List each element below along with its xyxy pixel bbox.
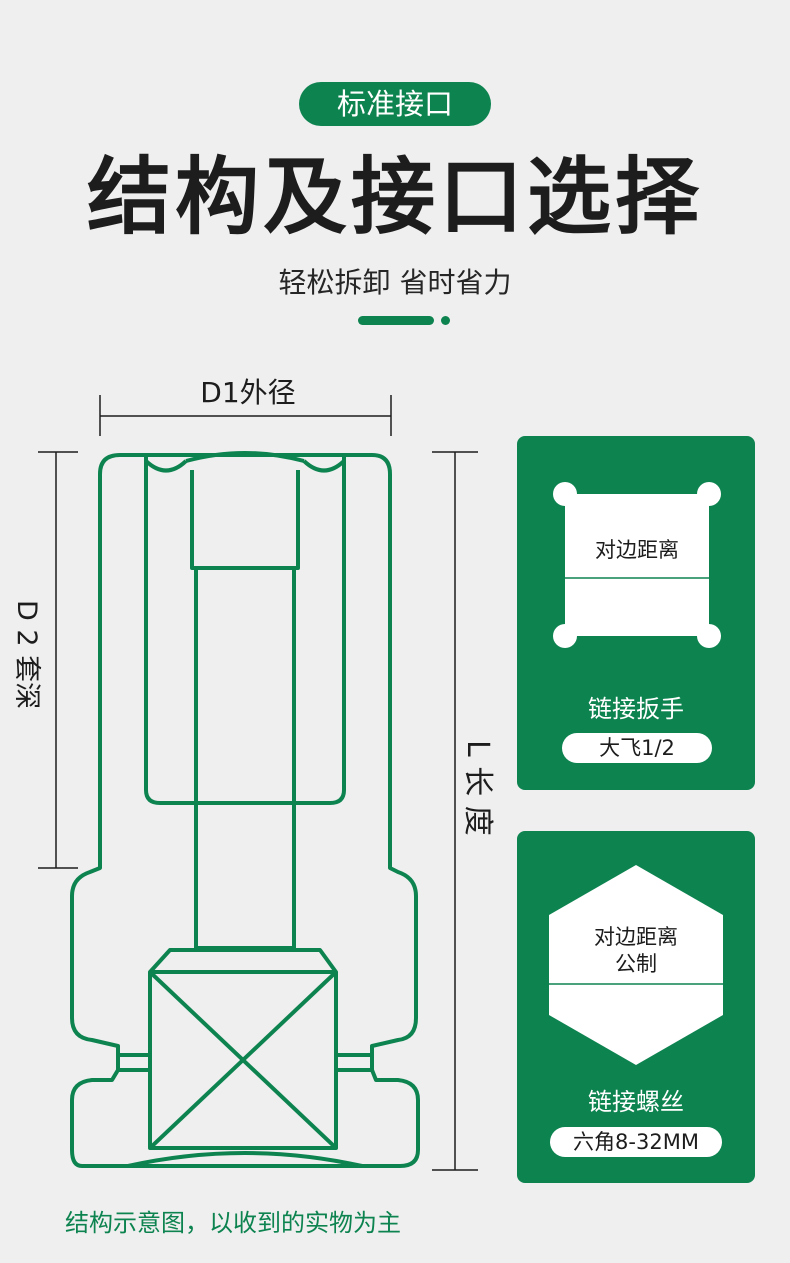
l-dimension-line <box>432 451 478 1171</box>
divider-bar <box>358 316 434 325</box>
divider-dot <box>441 316 450 325</box>
hex-card-caption: 链接螺丝 <box>588 1088 684 1116</box>
l-label: L 长 度 <box>460 740 495 836</box>
standard-interface-badge: 标准接口 <box>299 82 491 126</box>
drive-card-caption: 链接扳手 <box>588 695 684 723</box>
drive-size-tag: 大飞1/2 <box>562 733 712 763</box>
hex-size-label-line1: 对边距离 <box>594 925 678 949</box>
hex-connection-card: 对边距离 公制 链接螺丝 六角8-32MM <box>517 831 755 1183</box>
page-subtitle: 轻松拆卸 省时省力 <box>278 266 512 299</box>
d1-dimension-line <box>99 395 392 436</box>
d2-label: D 2 套深 <box>11 600 42 709</box>
square-drive-label: 对边距离 <box>595 538 679 562</box>
footer-note: 结构示意图，以收到的实物为主 <box>65 1209 401 1237</box>
page-title: 结构及接口选择 <box>86 148 703 246</box>
d1-label: D1外径 <box>200 376 295 409</box>
hex-size-label: 对边距离 公制 <box>549 924 723 978</box>
hex-size-tag: 六角8-32MM <box>550 1127 722 1157</box>
drive-connection-card: 对边距离 链接扳手 大飞1/2 <box>517 436 755 790</box>
square-drive-icon <box>553 482 721 648</box>
d2-dimension-line <box>38 451 78 869</box>
hexagon-icon <box>549 865 723 1065</box>
socket-outline <box>70 451 420 1168</box>
hex-size-label-line2: 公制 <box>615 952 657 976</box>
